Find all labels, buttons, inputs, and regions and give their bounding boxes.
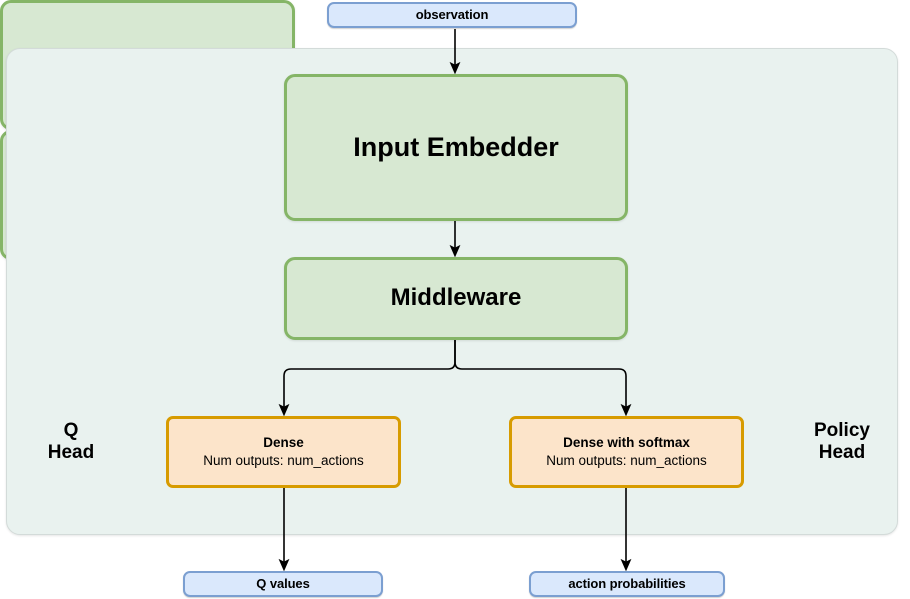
- q-values-node: Q values: [183, 571, 383, 597]
- policy-head-label-line2: Head: [818, 441, 866, 463]
- middleware-node: Middleware: [284, 257, 628, 340]
- policy-head-dense-layer: Dense with softmax Num outputs: num_acti…: [509, 416, 744, 488]
- policy-head-label-line1: Policy: [814, 420, 870, 441]
- middleware-label: Middleware: [390, 284, 522, 312]
- q-head-label-line2: Head: [47, 441, 95, 463]
- q-values-label: Q values: [256, 576, 310, 592]
- input-embedder-node: Input Embedder: [284, 74, 628, 221]
- policy-head-dense-title: Dense with softmax: [563, 434, 690, 450]
- observation-label: observation: [415, 7, 489, 23]
- action-probabilities-label: action probabilities: [568, 576, 686, 592]
- observation-node: observation: [327, 2, 577, 28]
- q-head-label-line1: Q: [63, 420, 79, 441]
- action-probabilities-node: action probabilities: [529, 571, 725, 597]
- q-head-label: Q Head: [28, 420, 114, 464]
- input-embedder-label: Input Embedder: [353, 131, 559, 162]
- q-head-dense-layer: Dense Num outputs: num_actions: [166, 416, 401, 488]
- q-head-dense-title: Dense: [263, 434, 304, 450]
- policy-head-dense-subtitle: Num outputs: num_actions: [546, 453, 707, 468]
- q-head-dense-subtitle: Num outputs: num_actions: [203, 453, 364, 468]
- policy-head-label: Policy Head: [794, 420, 890, 464]
